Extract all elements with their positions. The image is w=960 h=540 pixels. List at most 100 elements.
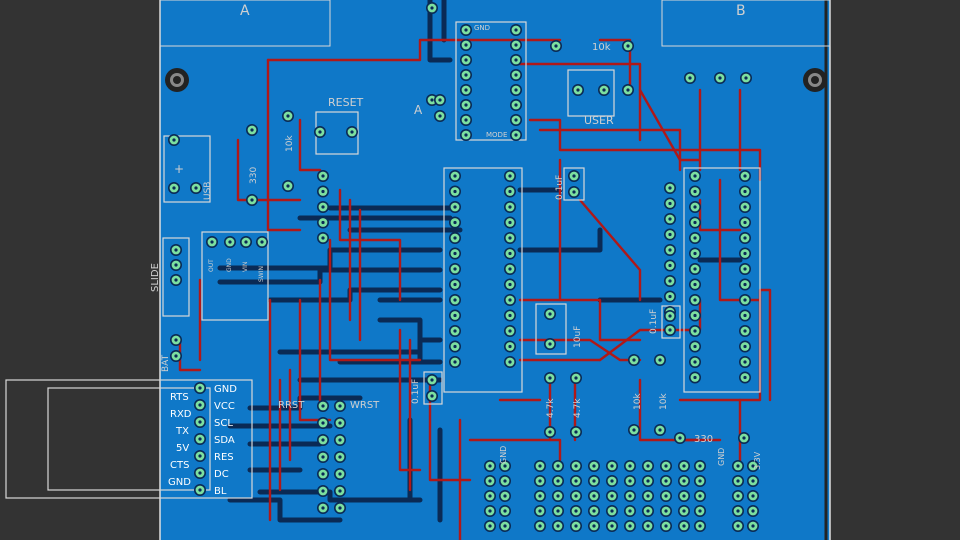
pad-drill (453, 360, 457, 364)
pad-drill (574, 430, 578, 434)
c-01uf-b-label: 0.1uF (411, 379, 421, 404)
pad-drill (194, 186, 198, 190)
pad-drill (668, 279, 672, 283)
pad-drill (174, 338, 178, 342)
pad-drill (693, 298, 697, 302)
pad-drill (228, 240, 232, 244)
pad-drill (464, 58, 468, 62)
pad-drill (610, 464, 614, 468)
pad-drill (592, 509, 596, 513)
pad-drill (743, 344, 747, 349)
mode-switch-outline (455, 21, 527, 141)
pad-drill (646, 509, 650, 513)
pad-drill (508, 251, 512, 256)
ftdi-outline-inner (47, 387, 211, 491)
pad-drill (632, 428, 636, 432)
pad-drill (198, 488, 202, 492)
connector-a-label: A (240, 3, 250, 19)
header-pin-dc: DC (214, 469, 229, 480)
pad-drill (682, 509, 686, 513)
cap-10uf-outline (535, 303, 567, 355)
top-trace (398, 328, 422, 472)
pad-drill (198, 420, 202, 424)
pad-drill (646, 494, 650, 498)
usb-plus-mark: + (174, 162, 184, 176)
pad-drill (610, 494, 614, 498)
pad-drill (338, 489, 342, 493)
top-trace (328, 238, 422, 362)
pad-drill (646, 524, 650, 528)
pad-drill (244, 240, 248, 244)
pad-drill (556, 494, 560, 498)
pad-drill (610, 479, 614, 483)
ftdi-pin-rts: RTS (170, 392, 189, 403)
connector-b-outline (661, 0, 831, 47)
pad-drill (514, 58, 518, 62)
pad-drill (574, 509, 578, 513)
pad-drill (350, 130, 354, 134)
ftdi-outline-outer (5, 379, 253, 499)
pad-drill (556, 509, 560, 513)
header-pin-gnd: GND (214, 384, 237, 395)
pad-drill (610, 509, 614, 513)
pad-drill (321, 205, 325, 209)
pad-drill (693, 375, 697, 380)
pad-drill (508, 329, 512, 333)
pad-drill (538, 524, 542, 528)
pad-drill (198, 454, 202, 458)
pad-drill (453, 298, 457, 302)
pad-drill (250, 198, 254, 202)
pad-drill (751, 509, 755, 513)
pad-drill (453, 267, 457, 271)
mode-label: MODE (486, 131, 507, 139)
bottom-trace (227, 497, 343, 523)
pad-drill (464, 43, 468, 47)
mounting-hole-left (165, 68, 189, 92)
pad-drill (464, 103, 468, 107)
small-a-label: A (414, 103, 423, 117)
pad-drill (698, 509, 702, 513)
pad-drill (453, 189, 457, 194)
pad-drill (693, 267, 697, 271)
pad-drill (628, 524, 632, 528)
pad-drill (514, 88, 518, 92)
pad-drill (514, 133, 518, 137)
pad-drill (693, 236, 697, 240)
pad-drill (743, 282, 747, 287)
top-trace (528, 118, 762, 182)
component-pads (168, 2, 759, 532)
pad-drill (508, 313, 512, 318)
c-01uf-c-label: 0.1uF (649, 309, 659, 334)
pad-drill (668, 294, 672, 299)
c-01uf-a-label: 0.1uF (555, 175, 565, 200)
pad-drill (743, 360, 747, 364)
pad-drill (548, 342, 552, 346)
pad-drill (321, 174, 325, 178)
top-layer-traces (178, 38, 772, 540)
pad-drill (668, 263, 672, 268)
pad-drill (174, 278, 178, 282)
pad-drill (514, 103, 518, 107)
mounting-hole-right (803, 68, 827, 92)
pad-drill (668, 232, 672, 237)
usb-connector-outline (163, 135, 211, 203)
pad-drill (321, 489, 325, 493)
pad-drill (453, 313, 457, 318)
top-trace (266, 58, 302, 232)
pad-drill (508, 267, 512, 271)
pad-drill (678, 436, 682, 440)
ftdi-header-labels: RTS RXD TX 5V CTS GND (168, 392, 192, 488)
pad-drill (508, 360, 512, 364)
pad-drill (628, 479, 632, 483)
pad-drill (574, 524, 578, 528)
pad-drill (693, 313, 697, 318)
user-button-outline (567, 69, 615, 117)
pad-drill (736, 479, 740, 483)
pad-drill (693, 174, 697, 178)
gnd-right-label: GND (717, 448, 726, 466)
ftdi-pin-cts: CTS (170, 460, 189, 471)
pad-drill (556, 464, 560, 468)
ftdi-pin-5v: 5V (176, 443, 189, 454)
pad-drill (548, 312, 552, 316)
